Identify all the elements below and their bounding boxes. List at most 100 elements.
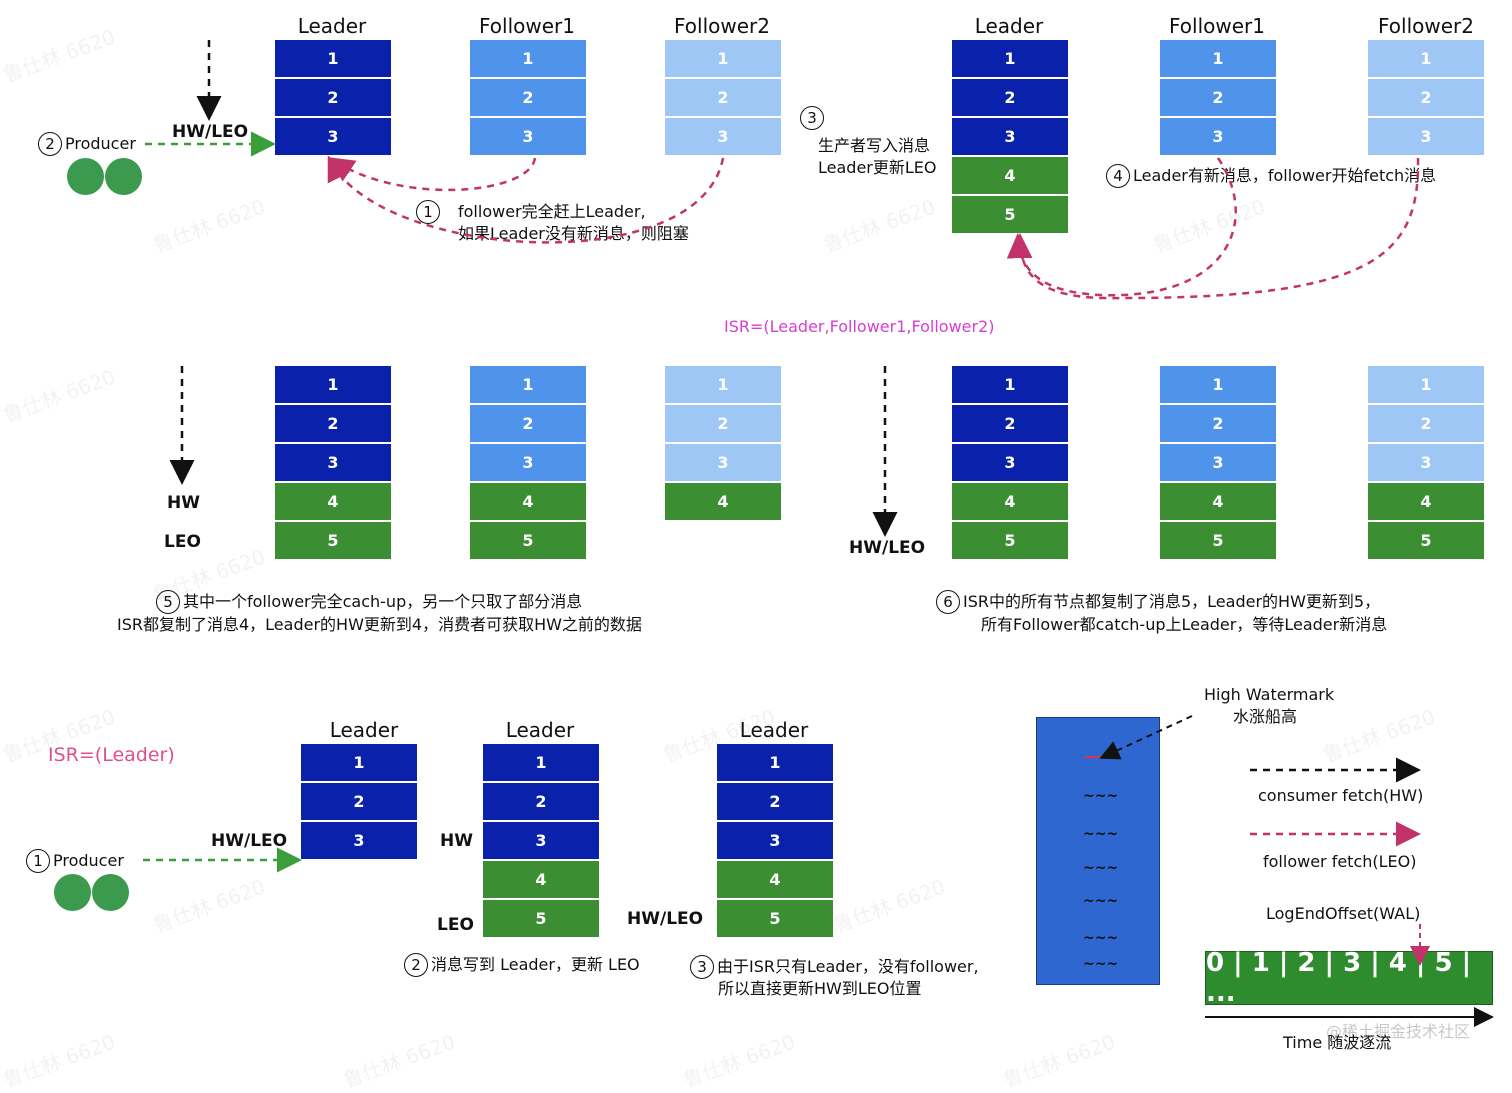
panel5-hwleo2-label: HW/LEO bbox=[627, 909, 704, 929]
panel1-note-num: 1 bbox=[416, 200, 443, 224]
panel2-header-follower2: Follower2 bbox=[1378, 14, 1474, 38]
wave-mark: ~~~ bbox=[1083, 930, 1119, 946]
log-entry: 4 bbox=[952, 483, 1068, 520]
panel3-note-text: 其中一个follower完全cach-up，另一个只取了部分消息 bbox=[183, 592, 583, 611]
wave-mark: ~~~ bbox=[1083, 893, 1119, 909]
log-entry: 2 bbox=[275, 405, 391, 442]
wave-mark: ~~~ bbox=[1083, 788, 1119, 804]
step-number: 6 bbox=[936, 590, 960, 614]
log-entry: 4 bbox=[1368, 483, 1484, 520]
panel5-step3-text: 由于ISR只有Leader，没有follower, bbox=[717, 957, 979, 976]
log-entry: 3 bbox=[1368, 118, 1484, 155]
log-entry: 2 bbox=[952, 405, 1068, 442]
log-entry: 2 bbox=[1160, 405, 1276, 442]
log-entry: 3 bbox=[470, 444, 586, 481]
log-entry: 3 bbox=[1368, 444, 1484, 481]
log-entry: 4 bbox=[665, 483, 781, 520]
legend-follower-fetch: follower fetch(LEO) bbox=[1263, 852, 1417, 871]
log-entry: 2 bbox=[1368, 79, 1484, 116]
step-number: 2 bbox=[38, 132, 62, 156]
panel4-hwleo-label: HW/LEO bbox=[849, 538, 926, 558]
panel2-step3-line2: Leader更新LEO bbox=[818, 158, 937, 177]
hw-pointer-arrow bbox=[1099, 715, 1193, 760]
wal-log-block: ~~~~~~~~~~~~~~~~~~ bbox=[1036, 717, 1160, 985]
log-entry: 5 bbox=[952, 196, 1068, 233]
log-entry: 5 bbox=[717, 900, 833, 937]
log-entry: 1 bbox=[665, 40, 781, 77]
log-entry: 1 bbox=[952, 366, 1068, 403]
log-entry: 2 bbox=[1160, 79, 1276, 116]
log-entry: 3 bbox=[1160, 444, 1276, 481]
panel1-hwleo-label: HW/LEO bbox=[172, 122, 249, 142]
log-entry: 2 bbox=[470, 79, 586, 116]
producer-label: Producer bbox=[53, 851, 124, 870]
log-entry: 5 bbox=[1160, 522, 1276, 559]
panel1-header-follower2: Follower2 bbox=[674, 14, 770, 38]
log-entry: 4 bbox=[717, 861, 833, 898]
log-entry: 3 bbox=[665, 118, 781, 155]
follower2-fetch-arrow bbox=[1007, 157, 1420, 300]
log-entry: 2 bbox=[665, 79, 781, 116]
log-entry: 4 bbox=[275, 483, 391, 520]
log-entry: 3 bbox=[717, 822, 833, 859]
arrows-layer bbox=[143, 40, 1494, 1027]
wave-mark: ~~~ bbox=[1083, 860, 1119, 876]
log-entry: 1 bbox=[1160, 366, 1276, 403]
log-entry: 3 bbox=[1160, 118, 1276, 155]
panel5-step3-line2: 所以直接更新HW到LEO位置 bbox=[718, 979, 922, 998]
panel1-note-line1: follower完全赶上Leader, bbox=[458, 202, 646, 221]
panel5-hwleo-label: HW/LEO bbox=[211, 831, 288, 851]
log-entry: 3 bbox=[483, 822, 599, 859]
producer-dot bbox=[105, 158, 142, 195]
log-entry: 2 bbox=[1368, 405, 1484, 442]
log-entry: 1 bbox=[665, 366, 781, 403]
step-number: 5 bbox=[156, 590, 180, 614]
wave-mark: ~~~ bbox=[1083, 826, 1119, 842]
log-entry: 1 bbox=[275, 40, 391, 77]
step-number: 1 bbox=[416, 200, 440, 224]
log-entry: 3 bbox=[470, 118, 586, 155]
panel5-header-3: Leader bbox=[739, 718, 809, 742]
panel1-note-line2: 如果Leader没有新消息，则阻塞 bbox=[458, 224, 689, 243]
panel4-note-text: ISR中的所有节点都复制了消息5，Leader的HW更新到5， bbox=[963, 592, 1381, 611]
hw-title-en: High Watermark bbox=[1204, 685, 1335, 704]
step-number: 2 bbox=[404, 953, 428, 977]
time-label: Time 随波逐流 bbox=[1283, 1033, 1392, 1052]
hw-title-zh: 水涨船高 bbox=[1233, 707, 1298, 726]
panel2-header-leader: Leader bbox=[974, 14, 1044, 38]
log-entry: 1 bbox=[470, 366, 586, 403]
log-entry: 1 bbox=[717, 744, 833, 781]
log-entry: 1 bbox=[275, 366, 391, 403]
follower1-fetch-arrow bbox=[328, 157, 537, 192]
panel2-header-follower1: Follower1 bbox=[1169, 14, 1265, 38]
log-entry: 4 bbox=[1160, 483, 1276, 520]
log-entry: 5 bbox=[952, 522, 1068, 559]
log-entry: 1 bbox=[470, 40, 586, 77]
log-entry: 4 bbox=[483, 861, 599, 898]
panel1-header-follower1: Follower1 bbox=[479, 14, 575, 38]
log-entry: 1 bbox=[483, 744, 599, 781]
panel3-leo-label: LEO bbox=[164, 532, 201, 552]
credit-watermark: @稀土掘金技术社区 bbox=[1326, 1022, 1471, 1041]
log-entry: 2 bbox=[470, 405, 586, 442]
log-entry: 2 bbox=[275, 79, 391, 116]
panel2-step3-line1: 生产者写入消息 bbox=[818, 136, 931, 155]
panel2-step4-text: Leader有新消息，follower开始fetch消息 bbox=[1133, 166, 1437, 185]
log-entry: 1 bbox=[952, 40, 1068, 77]
